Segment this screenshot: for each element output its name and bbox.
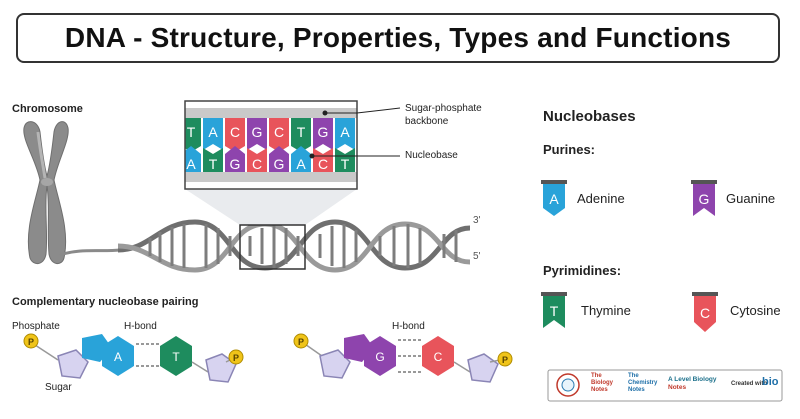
strand-top-letter: A [340,124,350,140]
strand-top-base [247,118,267,150]
strand-bottom-base [247,148,267,172]
nucleobase-label: Nucleobase [405,150,458,161]
biology-notes-logo: The Biology Notes [591,373,613,394]
logo1-line3: Notes [591,387,608,393]
hbond-label-2: H-bond [392,321,425,332]
strand-bottom-base [225,146,245,172]
adenine-badge-icon [541,180,567,216]
guanine-name: Guanine [726,191,776,206]
pyrimidines-heading: Pyrimidines: [543,263,622,278]
thymine-badge-icon [541,292,567,328]
strand-bottom-letter: A [296,156,306,172]
created-with-label: Created with [731,381,768,387]
strand-bottom-letter: A [186,156,196,172]
pair2-base-c: C [434,350,443,364]
strand-bottom-base [185,146,201,172]
strand-bottom-letter: C [318,156,328,172]
strand-top-letter: T [187,124,196,140]
zoom-frame [239,224,306,270]
strand-bottom-letter: C [252,156,262,172]
strand-top-base [185,118,201,152]
end-3-label: 3' [473,215,481,226]
logo2-line3: Notes [628,387,645,393]
chemistry-notes-logo: The Chemistry Notes [628,373,657,394]
strand-bottom-base [203,148,223,172]
guanine-letter: G [699,191,710,207]
logo1-line1: The [591,373,602,379]
logo3-line2: Notes [668,384,687,391]
strand-top-base [335,118,355,150]
thymine-name: Thymine [581,303,631,318]
phosphate-symbol: P [298,337,304,347]
strand-bottom-base [335,148,355,172]
hbond-label-1: H-bond [124,321,157,332]
cytosine-badge-icon [692,292,718,332]
guanine-badge-icon [691,180,717,216]
strand-top-base [203,118,223,150]
strand-top-base [313,118,333,150]
pairing-title: Complementary nucleobase pairing [12,296,199,308]
strand-bottom-letter: G [274,156,285,172]
strand-top-letter: C [274,124,284,140]
logo2-line1: The [628,373,639,379]
zoom-funnel [185,189,357,225]
logo1-line2: Biology [591,380,613,386]
pair2-base-g: G [375,350,384,364]
strand-top-letter: G [318,124,329,140]
strand-bottom-base [291,146,311,172]
backbone-label-line2: backbone [405,116,449,127]
a-level-biology-logo: A Level Biology Notes [668,376,717,392]
logo2-line2: Chemistry [628,380,658,386]
backbone-label-line1: Sugar-phosphate [405,103,482,114]
strand-bottom-letter: T [341,156,350,172]
dna-helix [59,219,471,273]
pair-diagram-at [23,333,244,383]
strand-top-letter: C [230,124,240,140]
thymine-letter: T [550,303,559,319]
strand-bottom-base [269,146,289,172]
phosphate-label: Phosphate [12,321,60,332]
pair-diagram-gc [293,333,513,383]
sugar-label: Sugar [45,382,72,393]
strand-top-base [269,118,289,152]
purines-heading: Purines: [543,142,596,157]
end-5-label: 5' [473,251,481,262]
page-title: DNA - Structure, Properties, Types and F… [64,22,732,53]
chromosome-icon [23,121,69,264]
strand-top-letter: A [208,124,218,140]
strand-top-letter: G [252,124,263,140]
phosphate-symbol: P [28,337,34,347]
phosphate-symbol: P [233,353,239,363]
strand-top-base [225,118,245,152]
title-box: DNA - Structure, Properties, Types and F… [16,13,780,63]
phosphate-symbol: P [502,355,508,365]
logo3-line1: A Level Biology [668,376,717,383]
biorender-logo: bio [762,376,779,388]
chromosome-label: Chromosome [12,103,83,115]
cytosine-letter: C [700,305,710,321]
footer-logos-box [547,369,783,402]
adenine-name: Adenine [577,191,625,206]
nucleobases-heading: Nucleobases [543,108,636,125]
strand-top-letter: T [297,124,306,140]
strand-bottom-letter: G [230,156,241,172]
cytosine-name: Cytosine [730,303,781,318]
zoom-box-border [184,100,358,190]
pair1-base-t: T [172,350,180,364]
strand-bottom-letter: T [209,156,218,172]
pair1-base-a: A [114,350,122,364]
adenine-letter: A [549,191,559,207]
strand-bottom-base [313,148,333,172]
strand-top-base [291,118,311,152]
